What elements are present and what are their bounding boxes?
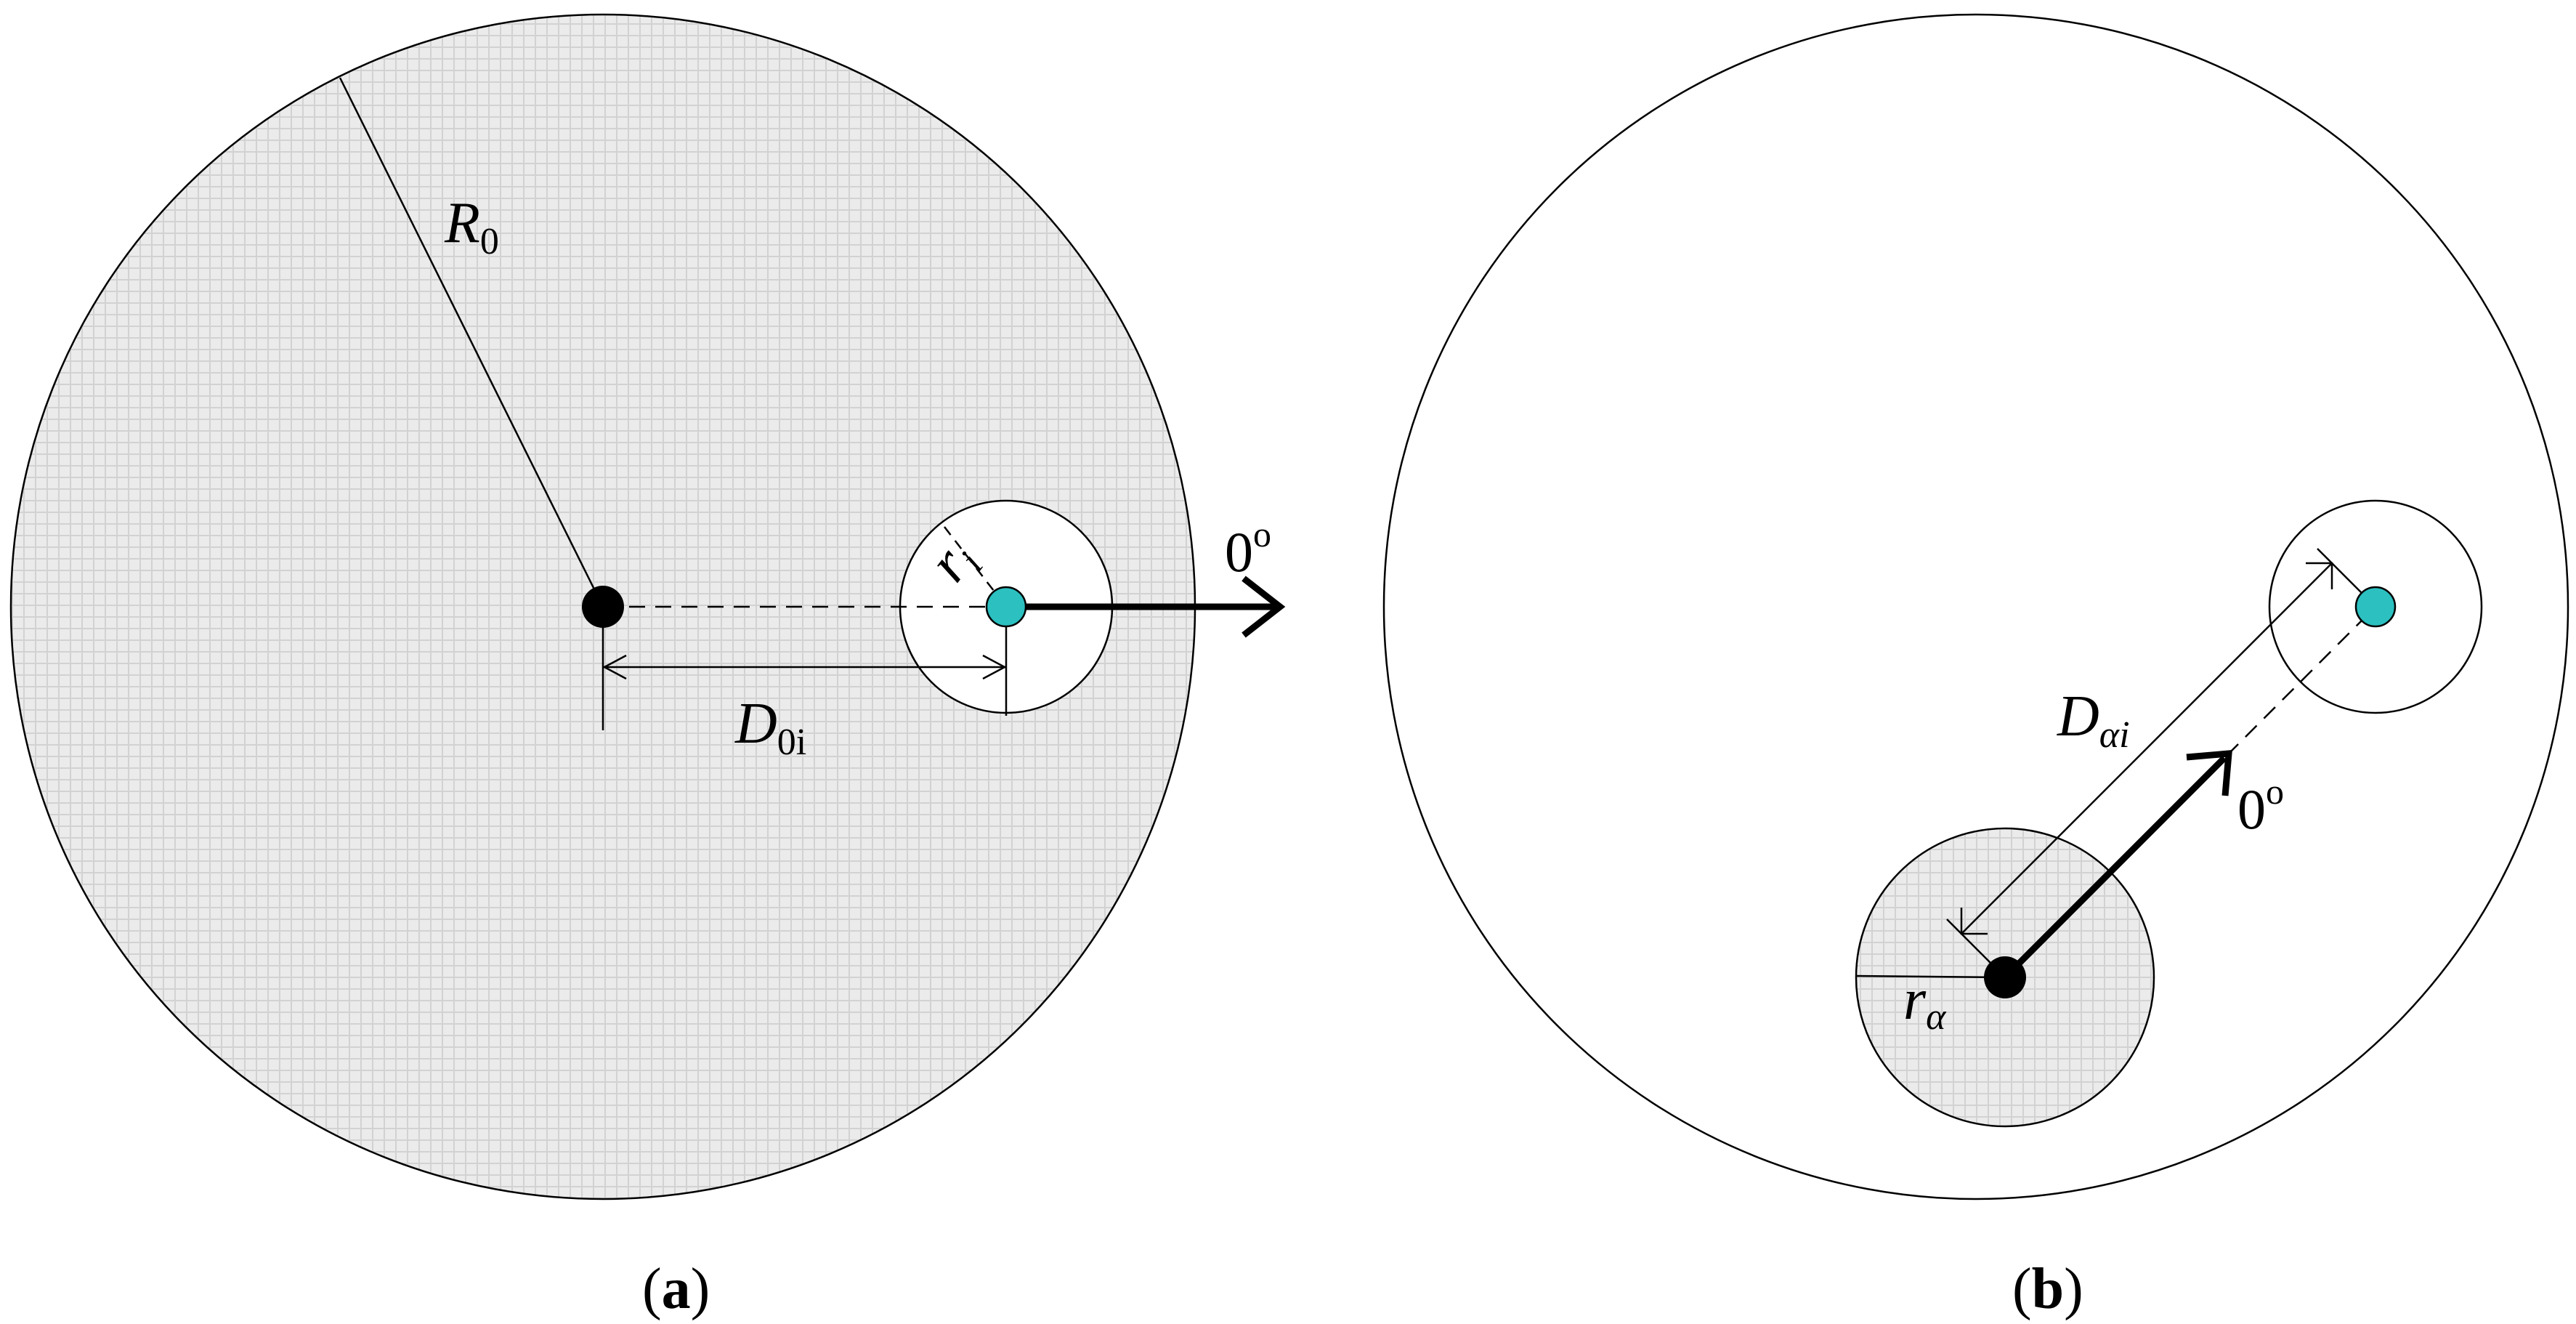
zero-degree-arrowhead-b [2186, 750, 2232, 796]
target-point-a [985, 586, 1027, 628]
outer-region-circle-b [1382, 13, 2569, 1200]
caption-a: (a) [642, 1257, 710, 1321]
dimension-arrowhead-right-a [982, 654, 1007, 680]
dimension-arrowhead-left-a [602, 654, 627, 680]
target-point-b [2354, 586, 2397, 628]
label-zero-degree-b: 0o [2237, 771, 2284, 841]
zero-degree-arrow-shaft-b [2002, 755, 2227, 980]
dimension-line-Dai [1961, 562, 2333, 935]
label-D0i: D0i [734, 692, 806, 763]
panel-b: Dαi rα 0o (b) [1382, 13, 2569, 1321]
label-Dai: Dαi [2057, 685, 2130, 756]
label-zero-degree-a: 0o [1225, 514, 1271, 584]
panel-a: R0 ri D0i 0o (a) [9, 13, 1286, 1321]
dimension-arrowhead-upper-b [2306, 562, 2333, 589]
label-ralpha: rα [1903, 968, 1947, 1038]
radius-line-R0 [339, 77, 604, 607]
label-R0: R0 [444, 191, 499, 262]
start-point-b [1984, 956, 2026, 998]
zero-degree-arrowhead-a [1242, 576, 1286, 638]
dimension-arrowhead-lower-b [1960, 908, 1988, 935]
radius-line-ralpha [1855, 974, 2006, 979]
caption-b: (b) [2012, 1257, 2083, 1321]
center-point-a [582, 586, 624, 628]
